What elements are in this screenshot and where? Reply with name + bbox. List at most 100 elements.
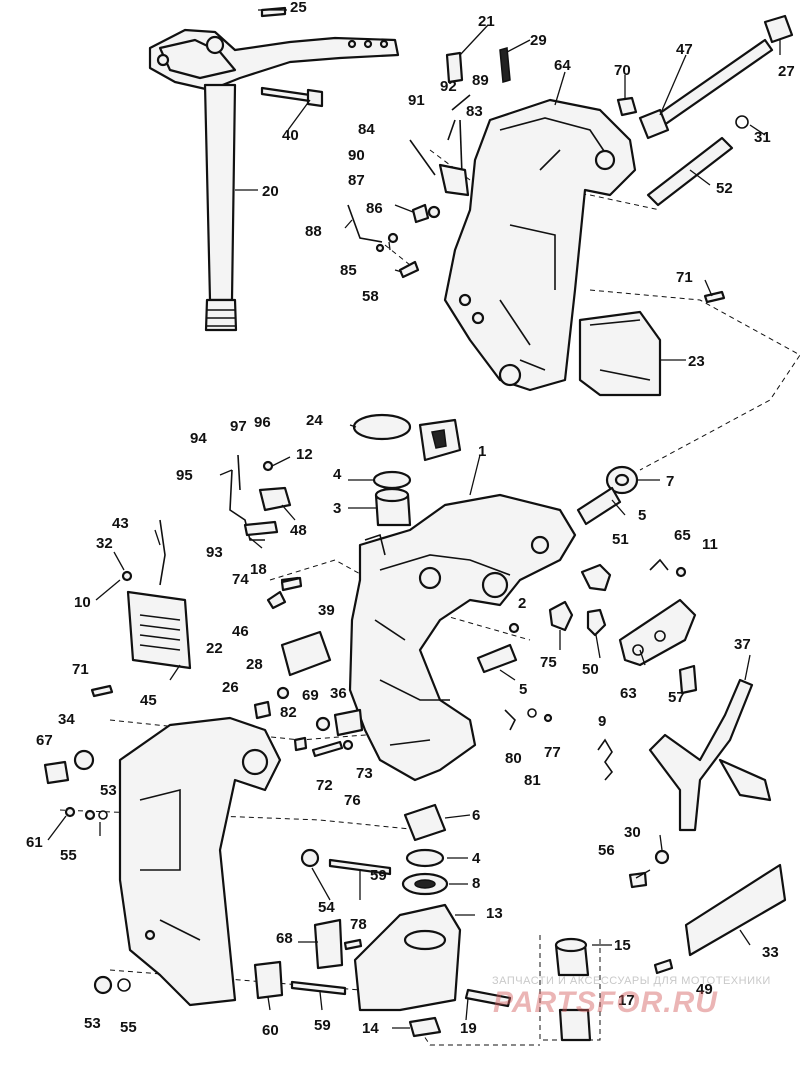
alignment-line-lower [59,809,421,831]
label-88: 88 [305,223,322,240]
label-3: 3 [333,500,342,517]
watermark-tagline: ЗАПЧАСТИ И АКСЕССУАРЫ ДЛЯ МОТОТЕХНИКИ [492,975,771,987]
lock-parts-mid [253,576,364,758]
label-17: 17 [618,992,635,1009]
alignment-line-screw58 [384,244,411,266]
label-5-mid: 5 [519,681,528,698]
fasteners-30-56 [628,849,670,889]
label-27: 27 [778,63,795,80]
label-49: 49 [696,981,713,998]
label-11: 11 [702,536,718,553]
label-34: 34 [58,711,75,728]
label-39: 39 [318,602,335,619]
tilt-tube-parts [616,14,794,207]
label-81: 81 [524,772,541,789]
label-18: 18 [250,561,267,578]
label-24: 24 [306,412,323,429]
stern-bracket-64 [443,98,637,392]
label-67: 67 [36,732,53,749]
label-92: 92 [440,78,457,95]
label-71-left: 71 [72,661,89,678]
label-95: 95 [176,467,193,484]
label-9: 9 [598,713,607,730]
label-75: 75 [540,654,557,671]
label-77: 77 [544,744,561,761]
swivel-bracket-1 [348,493,577,782]
label-58: 58 [362,288,379,305]
bushings-5-7 [476,465,639,674]
label-12: 12 [296,446,313,463]
label-71-top: 71 [676,269,693,286]
label-78: 78 [350,916,367,933]
label-55-top: 55 [60,847,77,864]
label-60: 60 [262,1022,279,1039]
label-87: 87 [348,172,365,189]
label-2: 2 [518,595,527,612]
label-28: 28 [246,656,263,673]
label-57: 57 [668,689,685,706]
label-80: 80 [505,750,522,767]
label-73: 73 [356,765,373,782]
label-4-top: 4 [333,466,342,483]
label-97: 97 [230,418,247,435]
label-48: 48 [290,522,307,539]
stern-bracket-45 [118,716,282,1007]
label-40: 40 [282,127,299,144]
label-50: 50 [582,661,599,678]
label-61: 61 [26,834,43,851]
label-25: 25 [290,0,307,16]
label-22: 22 [206,640,223,657]
clips-and-lock [548,558,698,695]
label-45: 45 [140,692,157,709]
label-86: 86 [366,200,383,217]
upper-bushing-parts [352,413,462,527]
label-29: 29 [530,32,547,49]
label-23: 23 [688,353,705,370]
tilt-lever-37 [597,678,772,832]
label-53-top: 53 [100,782,117,799]
label-56: 56 [598,842,615,859]
bolt-40 [260,86,324,108]
label-26: 26 [222,679,239,696]
label-54: 54 [318,899,335,916]
label-91: 91 [408,92,425,109]
label-69: 69 [302,687,319,704]
label-15: 15 [614,937,631,954]
label-36: 36 [330,685,347,702]
label-10: 10 [74,594,91,611]
label-14: 14 [362,1020,379,1037]
left-fasteners [43,684,131,995]
label-47: 47 [676,41,693,58]
label-89: 89 [472,72,489,89]
wire-harness-93 [229,454,292,541]
label-63: 63 [620,685,637,702]
label-76: 76 [344,792,361,809]
label-84: 84 [358,121,375,138]
leader-lines [47,9,781,1029]
label-59-top: 59 [370,867,387,884]
label-90: 90 [348,147,365,164]
alignment-line-nut [419,1029,540,1046]
alignment-line-top-right [589,289,800,471]
label-19: 19 [460,1020,477,1037]
small-fittings-top [347,47,511,279]
label-53-bottom: 53 [84,1015,101,1032]
watermark-logo-text: PARTSFOR.RU [493,986,718,1019]
label-46: 46 [232,623,249,640]
label-43: 43 [112,515,129,532]
label-37: 37 [734,636,751,653]
bottom-fasteners [253,848,392,1000]
label-52: 52 [716,180,733,197]
small-pins-mid [280,576,553,731]
label-13: 13 [486,905,503,922]
label-85: 85 [340,262,357,279]
label-1: 1 [478,443,487,460]
label-5-top: 5 [638,507,647,524]
label-33: 33 [762,944,779,961]
label-55-bottom: 55 [120,1019,137,1036]
label-74: 74 [232,571,249,588]
label-65: 65 [674,527,691,544]
plate-22 [121,519,192,670]
